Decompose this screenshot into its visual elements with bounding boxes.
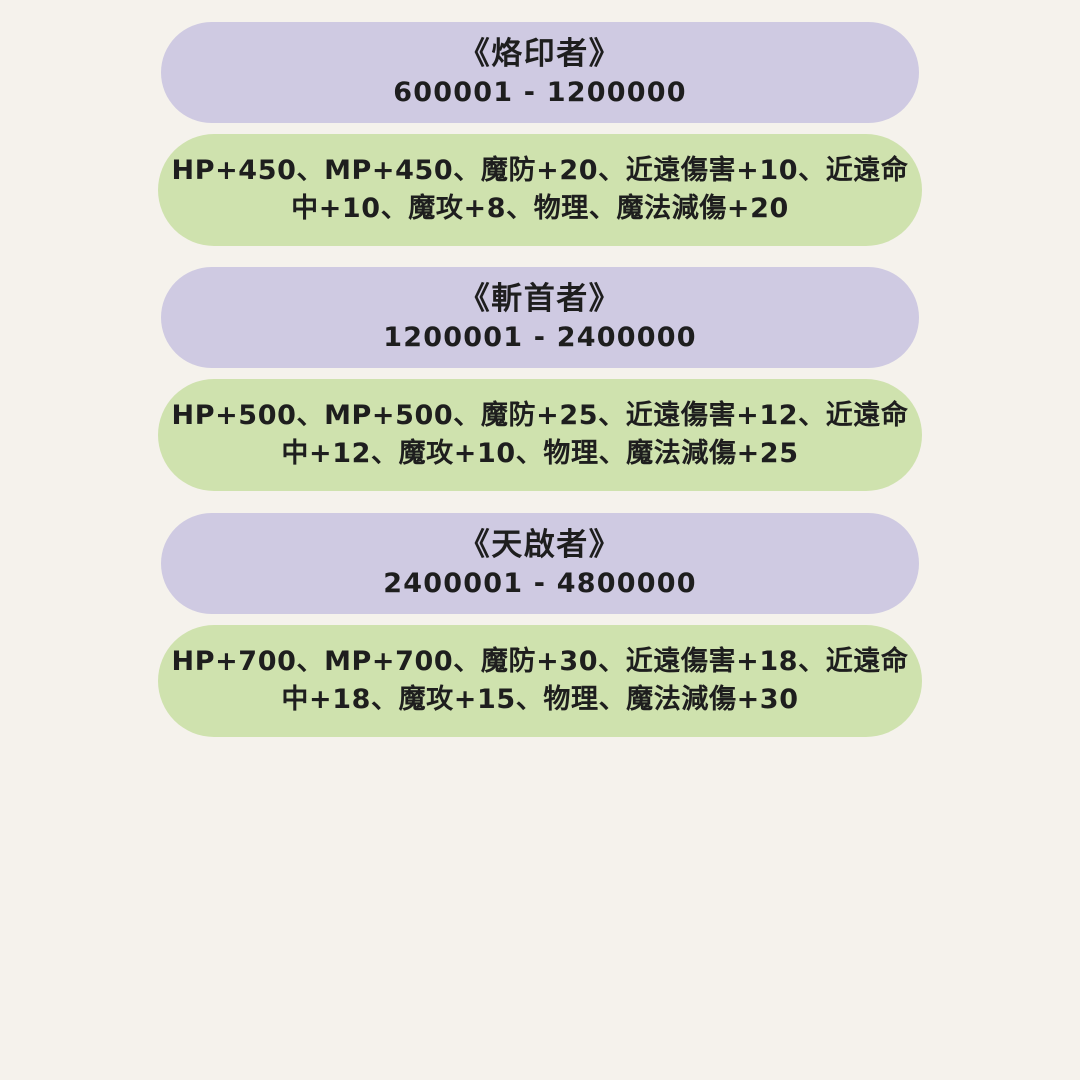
tier-stats-text: HP+500、MP+500、魔防+25、近遠傷害+12、近遠命中+12、魔攻+1…	[171, 399, 909, 469]
tier-stats-text: HP+700、MP+700、魔防+30、近遠傷害+18、近遠命中+18、魔攻+1…	[171, 645, 909, 715]
tier-group: 《斬首者》 1200001 - 2400000 HP+500、MP+500、魔防…	[0, 246, 1080, 491]
tier-header-pill[interactable]: 《天啟者》 2400001 - 4800000	[161, 513, 919, 614]
tier-title: 《天啟者》	[458, 527, 622, 564]
tier-header-pill[interactable]: 《斬首者》 1200001 - 2400000	[161, 267, 919, 368]
tier-stats-text: HP+450、MP+450、魔防+20、近遠傷害+10、近遠命中+10、魔攻+8…	[171, 154, 909, 224]
tier-stats-pill[interactable]: HP+500、MP+500、魔防+25、近遠傷害+12、近遠命中+12、魔攻+1…	[158, 379, 922, 491]
tier-stats-pill[interactable]: HP+700、MP+700、魔防+30、近遠傷害+18、近遠命中+18、魔攻+1…	[158, 625, 922, 737]
tier-stats-pill[interactable]: HP+450、MP+450、魔防+20、近遠傷害+10、近遠命中+10、魔攻+8…	[158, 134, 922, 246]
tier-title: 《斬首者》	[458, 281, 622, 318]
tier-group: 《天啟者》 2400001 - 4800000 HP+700、MP+700、魔防…	[0, 491, 1080, 737]
tier-title: 《烙印者》	[458, 36, 622, 73]
tier-header-pill[interactable]: 《烙印者》 600001 - 1200000	[161, 22, 919, 123]
tier-group: 《烙印者》 600001 - 1200000 HP+450、MP+450、魔防+…	[0, 0, 1080, 246]
tier-exp-range: 2400001 - 4800000	[383, 567, 697, 599]
tier-exp-range: 1200001 - 2400000	[383, 321, 697, 353]
tier-exp-range: 600001 - 1200000	[393, 76, 687, 108]
